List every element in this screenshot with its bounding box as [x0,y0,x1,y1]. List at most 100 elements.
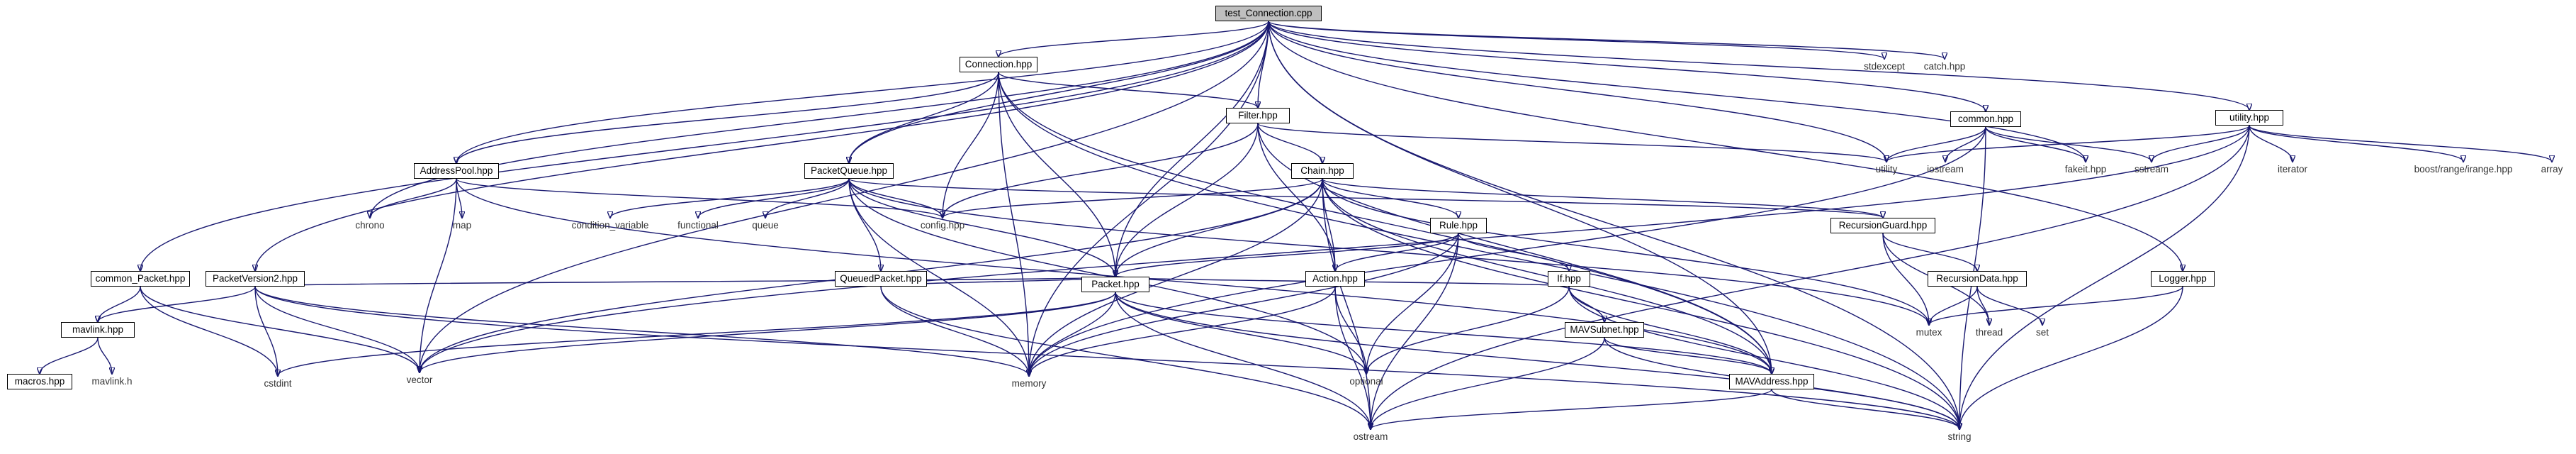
node-packet-hpp[interactable]: Packet.hpp [1081,277,1149,292]
edge-filter_hpp-to-packet_hpp [1115,123,1259,277]
node-set[interactable]: set [2035,327,2049,338]
edge-filter_hpp-to-config_hpp [943,123,1259,218]
edge-logger_hpp-to-mutex [1929,286,2183,325]
edge-recursiondata_hpp-to-set [1976,286,2042,325]
edge-addresspool_hpp-to-vector [420,178,457,372]
edge-connection_hpp-to-addresspool_hpp [456,72,999,163]
edge-recursionguard_hpp-to-recursiondata_hpp [1882,233,1977,271]
edge-utility_hpp-to-ostream [1371,125,2250,429]
edge-mavaddress_hpp-to-ostream [1371,389,1772,429]
edge-test_connection_cpp-to-memory [1029,21,1269,376]
edge-mavsubnet_hpp-to-mavaddress_hpp [1604,337,1772,374]
edge-addresspool_hpp-to-config_hpp [456,178,943,218]
node-connection-hpp[interactable]: Connection.hpp [960,57,1037,72]
node-logger-hpp[interactable]: Logger.hpp [2151,271,2215,287]
edge-packet_hpp-to-optional [1115,292,1366,374]
node-chrono[interactable]: chrono [355,220,385,231]
edge-filter_hpp-to-mavaddress_hpp [1257,123,1772,374]
edge-chain_hpp-to-config_hpp [943,178,1323,218]
node-filter-hpp[interactable]: Filter.hpp [1226,108,1290,123]
edge-utility_hpp-to-array [2249,125,2552,162]
node-sstream[interactable]: sstream [2134,164,2169,175]
node-thread[interactable]: thread [1975,327,2003,338]
edge-packetversion2_hpp-to-memory [254,286,1029,376]
node-condition-variable[interactable]: condition_variable [571,220,649,231]
node-iterator[interactable]: iterator [2277,164,2308,175]
edge-packet_hpp-to-ostream [1115,292,1371,429]
node-common-hpp[interactable]: common.hpp [1950,111,2021,127]
edge-packetqueue_hpp-to-recursionguard_hpp [848,178,1883,218]
edge-test_connection_cpp-to-common_packet_hpp [140,21,1269,271]
edge-chain_hpp-to-recursionguard_hpp [1322,178,1883,218]
edge-mavsubnet_hpp-to-ostream [1371,337,1605,429]
node-config-hpp[interactable]: config.hpp [920,220,965,231]
edge-packet_hpp-to-mavaddress_hpp [1115,292,1772,374]
edge-test_connection_cpp-to-logger_hpp [1268,21,2183,271]
edge-common_packet_hpp-to-vector [140,286,420,372]
node-cstdint[interactable]: cstdint [264,378,292,389]
node-mavlink-hpp[interactable]: mavlink.hpp [61,322,135,338]
edge-if_hpp-to-optional [1366,286,1570,374]
edge-filter_hpp-to-utility [1257,123,1886,162]
node-rule-hpp[interactable]: Rule.hpp [1430,218,1487,233]
edge-addresspool_hpp-to-map [456,178,462,218]
node-array[interactable]: array [2541,164,2563,175]
edge-packetqueue_hpp-to-queue [765,178,850,218]
node-memory[interactable]: memory [1011,378,1047,389]
edge-utility_hpp-to-string [1959,125,2250,429]
edge-mavaddress_hpp-to-string [1771,389,1959,429]
node-addresspool-hpp[interactable]: AddressPool.hpp [414,163,499,179]
edge-packet_hpp-to-memory [1029,292,1116,376]
node-action-hpp[interactable]: Action.hpp [1305,271,1365,287]
node-functional[interactable]: functional [677,220,719,231]
node-fakeit-hpp[interactable]: fakeit.hpp [2064,164,2107,175]
node-recursiondata-hpp[interactable]: RecursionData.hpp [1928,271,2027,287]
node-iostream[interactable]: iostream [1927,164,1964,175]
node-vector[interactable]: vector [406,375,433,385]
edge-test_connection_cpp-to-packetversion2_hpp [255,21,1269,271]
edge-common_hpp-to-sstream [1985,126,2152,162]
edge-connection_hpp-to-config_hpp [943,72,999,218]
node-common-packet-hpp[interactable]: common_Packet.hpp [91,271,190,287]
edge-rule_hpp-to-packet_hpp [1115,233,1459,277]
node-optional[interactable]: optional [1349,376,1383,387]
edge-common_packet_hpp-to-cstdint [140,286,278,376]
node-utility-hpp[interactable]: utility.hpp [2215,110,2283,126]
edge-connection_hpp-to-string [998,72,1959,429]
edge-packetqueue_hpp-to-mutex [848,178,1929,325]
node-mavsubnet-hpp[interactable]: MAVSubnet.hpp [1565,322,1644,338]
node-queue[interactable]: queue [752,220,779,231]
edge-utility_hpp-to-iterator [2249,125,2293,162]
edge-addresspool_hpp-to-chrono [370,178,457,218]
node-map[interactable]: map [452,220,472,231]
node-packetqueue-hpp[interactable]: PacketQueue.hpp [804,163,894,179]
node-utility[interactable]: utility [1875,164,1898,175]
root-file-node[interactable]: test_Connection.cpp [1215,6,1322,21]
node-ostream[interactable]: ostream [1353,431,1388,442]
node-mavlink-h[interactable]: mavlink.h [91,376,133,387]
node-if-hpp[interactable]: If.hpp [1548,271,1590,287]
node-boost-range-irange-hpp[interactable]: boost/range/irange.hpp [2414,164,2513,175]
edge-utility_hpp-to-sstream [2152,125,2250,162]
edge-common_hpp-to-iostream [1945,126,1986,162]
edge-test_connection_cpp-to-vector [420,21,1269,372]
edge-packetversion2_hpp-to-vector [254,286,420,372]
edge-packet_hpp-to-cstdint [278,292,1116,376]
node-mutex[interactable]: mutex [1916,327,1942,338]
edge-if_hpp-to-mavaddress_hpp [1568,286,1772,374]
node-chain-hpp[interactable]: Chain.hpp [1291,163,1354,179]
node-mavaddress-hpp[interactable]: MAVAddress.hpp [1729,374,1814,389]
node-stdexcept[interactable]: stdexcept [1864,61,1905,72]
node-recursionguard-hpp[interactable]: RecursionGuard.hpp [1830,218,1935,233]
edge-chain_hpp-to-memory [1029,178,1323,376]
edge-rule_hpp-to-action_hpp [1335,233,1459,271]
node-catch-hpp[interactable]: catch.hpp [1923,61,1966,72]
edge-test_connection_cpp-to-packetqueue_hpp [849,21,1269,163]
edge-recursiondata_hpp-to-thread [1976,286,1989,325]
edge-utility_hpp-to-vector [420,125,2250,372]
edge-queuedpacket_hpp-to-memory [880,286,1029,376]
node-queuedpacket-hpp[interactable]: QueuedPacket.hpp [835,271,927,287]
node-packetversion2-hpp[interactable]: PacketVersion2.hpp [206,271,305,287]
node-macros-hpp[interactable]: macros.hpp [7,374,72,389]
node-string[interactable]: string [1947,431,1972,442]
